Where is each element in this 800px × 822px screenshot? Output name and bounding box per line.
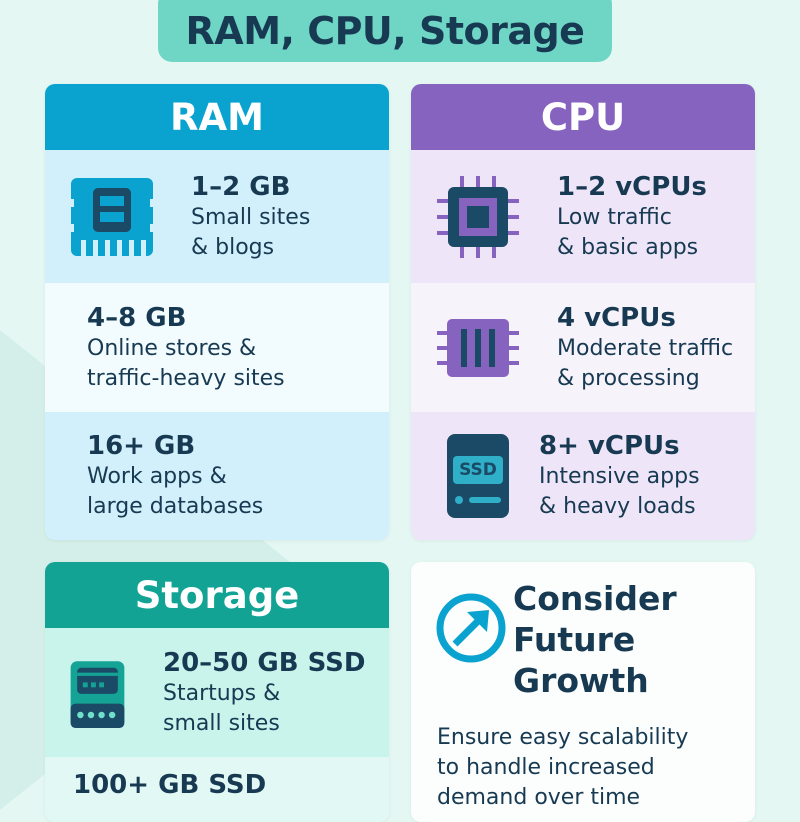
ram-use: Online stores & [87,335,257,361]
ram-size: 4–8 GB [87,302,187,333]
cpu-use: & heavy loads [539,494,696,519]
growth-card: Consider Future Growth Ensure easy scala… [411,562,755,822]
ssd-icon: SSD [447,434,509,518]
hard-drive-icon [70,660,125,728]
cpu-count: 4 vCPUs [557,302,676,333]
storage-size: 100+ GB SSD [73,770,267,800]
cpu-use: Moderate traffic [557,335,734,361]
ram-size: 1–2 GB [191,171,291,202]
cpu-use: Low traffic [557,204,672,230]
growth-text: Ensure easy scalability [437,725,689,750]
memory-chip-icon [69,177,155,256]
ram-row: 16+ GB Work apps & large databases [45,412,389,540]
cpu-use: Intensive apps [539,464,700,489]
growth-text: to handle increased [437,755,655,780]
processor-icon [437,318,519,377]
ssd-icon-label: SSD [453,456,503,484]
ram-header: RAM [45,84,389,150]
ram-use: Work apps & [87,464,227,489]
growth-title: Consider [513,579,677,618]
storage-use: Startups & [163,680,281,706]
cpu-use: & processing [557,365,700,391]
cpu-header: CPU [411,84,755,150]
growth-arrow-icon [436,593,506,663]
ram-use: & blogs [191,234,275,260]
growth-title: Growth [513,661,649,700]
page-title: RAM, CPU, Storage [158,0,612,62]
ram-use: Small sites [191,204,311,230]
ram-use: large databases [87,494,264,519]
growth-title: Future [513,620,636,659]
growth-text: demand over time [437,785,641,810]
storage-size: 20–50 GB SSD [163,647,366,678]
ram-use: traffic-heavy sites [87,365,285,391]
cpu-count: 8+ vCPUs [539,431,680,461]
cpu-use: & basic apps [557,234,699,260]
storage-use: small sites [163,710,280,736]
storage-row: 100+ GB SSD [45,757,389,822]
cpu-count: 1–2 vCPUs [557,171,707,202]
storage-header: Storage [45,562,389,628]
cpu-chip-icon [437,175,519,258]
ram-size: 16+ GB [87,431,196,461]
